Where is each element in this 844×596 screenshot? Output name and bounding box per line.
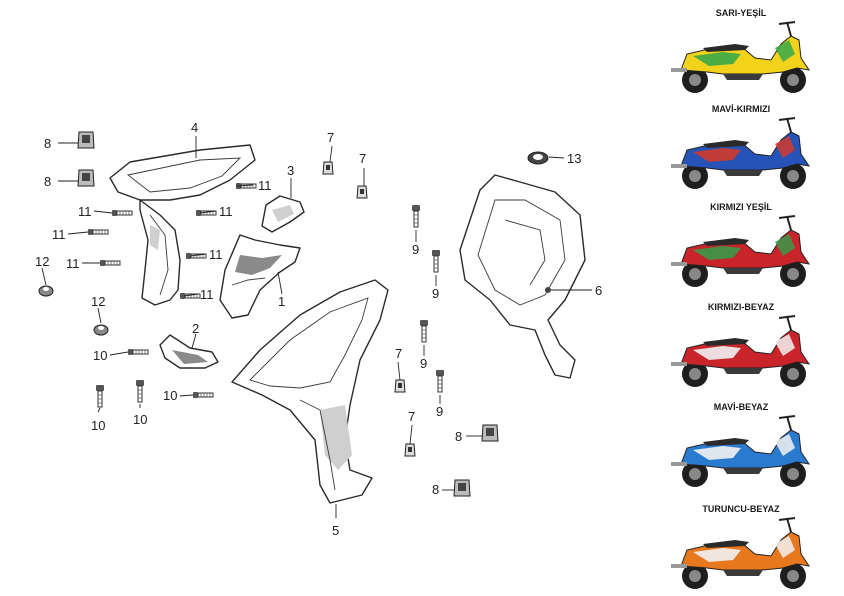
- callout-1: 1: [278, 294, 285, 309]
- bolt-10b: [95, 384, 105, 408]
- scooter-image: [671, 117, 811, 189]
- callout-10: 10: [91, 418, 105, 433]
- clip-7b: [356, 185, 368, 199]
- callout-11: 11: [219, 204, 233, 219]
- callout-8: 8: [432, 482, 439, 497]
- variant-2: MAVİ-KIRMIZI: [663, 104, 819, 192]
- nut-12b: [93, 324, 109, 336]
- callout-11: 11: [78, 204, 92, 219]
- callout-11: 11: [200, 287, 214, 302]
- callout-8: 8: [455, 429, 462, 444]
- callout-5: 5: [332, 523, 339, 538]
- scooter-image: [671, 21, 811, 93]
- callout-11: 11: [66, 256, 80, 271]
- variant-label: MAVİ-KIRMIZI: [711, 104, 771, 114]
- callout-11: 11: [258, 178, 272, 193]
- part-1-emblem-cover: [219, 234, 301, 319]
- bolt-11e: [185, 252, 207, 260]
- clip-8b: [77, 169, 95, 187]
- variant-label: MAVİ-BEYAZ: [713, 402, 769, 412]
- scooter-image: [671, 517, 811, 589]
- exploded-parts-diagram: 8 8 4 3 11 11 11 11 11 11 11 1 12 12 2 1…: [35, 120, 602, 538]
- bolt-10d: [192, 391, 214, 399]
- callout-9: 9: [420, 356, 427, 371]
- callout-8: 8: [44, 174, 51, 189]
- variant-label: SARI-YEŞİL: [715, 8, 767, 18]
- callout-10: 10: [163, 388, 177, 403]
- part-2-mount: [159, 334, 219, 369]
- clip-8a: [77, 131, 95, 149]
- callout-7: 7: [408, 409, 415, 424]
- clip-7a: [322, 161, 334, 175]
- part-3-bracket: [261, 195, 305, 233]
- bolt-11b: [111, 209, 133, 217]
- callout-8: 8: [44, 136, 51, 151]
- clip-7c: [394, 379, 406, 393]
- variant-label: KIRMIZI YEŞİL: [710, 202, 772, 212]
- bolt-10c: [135, 379, 145, 403]
- callout-7: 7: [327, 130, 334, 145]
- variant-4: KIRMIZI-BEYAZ: [663, 302, 819, 390]
- callout-9: 9: [432, 286, 439, 301]
- variant-6: TURUNCU-BEYAZ: [663, 504, 819, 592]
- bolt-11d: [87, 228, 109, 236]
- part-4-inner-upper-panel: [109, 144, 256, 306]
- leader-lines: [41, 136, 592, 518]
- bolt-11f: [99, 259, 121, 267]
- callout-12: 12: [91, 294, 105, 309]
- part-5-front-leg-shield: [231, 279, 389, 504]
- bolt-9c: [419, 319, 429, 343]
- callout-9: 9: [436, 404, 443, 419]
- callout-10: 10: [93, 348, 107, 363]
- nut-12a: [38, 285, 54, 297]
- scooter-image: [671, 215, 811, 287]
- callout-7: 7: [359, 151, 366, 166]
- clip-7d: [404, 443, 416, 457]
- variant-label: KIRMIZI-BEYAZ: [707, 302, 775, 312]
- part-13-grommet: [527, 151, 549, 165]
- callout-10: 10: [133, 412, 147, 427]
- variant-3: KIRMIZI YEŞİL: [663, 202, 819, 290]
- bolt-11c: [195, 209, 217, 217]
- bolt-9d: [435, 369, 445, 393]
- clip-8d: [453, 479, 471, 497]
- callout-3: 3: [287, 163, 294, 178]
- variant-1: SARI-YEŞİL: [663, 8, 819, 96]
- callout-11: 11: [209, 247, 223, 262]
- bolt-9b: [431, 249, 441, 273]
- callout-12: 12: [35, 254, 49, 269]
- callout-11: 11: [52, 227, 66, 242]
- callout-4: 4: [191, 120, 198, 135]
- bolt-9a: [411, 204, 421, 228]
- scooter-image: [671, 415, 811, 487]
- callout-9: 9: [412, 242, 419, 257]
- scooter-image: [671, 315, 811, 387]
- callout-13: 13: [567, 151, 581, 166]
- callout-7: 7: [395, 346, 402, 361]
- bolt-10a: [127, 348, 149, 356]
- part-6-rear-inner-frame: [459, 174, 586, 379]
- variant-label: TURUNCU-BEYAZ: [702, 504, 780, 514]
- clip-8c: [481, 424, 499, 442]
- callout-6: 6: [595, 283, 602, 298]
- variant-5: MAVİ-BEYAZ: [663, 402, 819, 490]
- callout-2: 2: [192, 321, 199, 336]
